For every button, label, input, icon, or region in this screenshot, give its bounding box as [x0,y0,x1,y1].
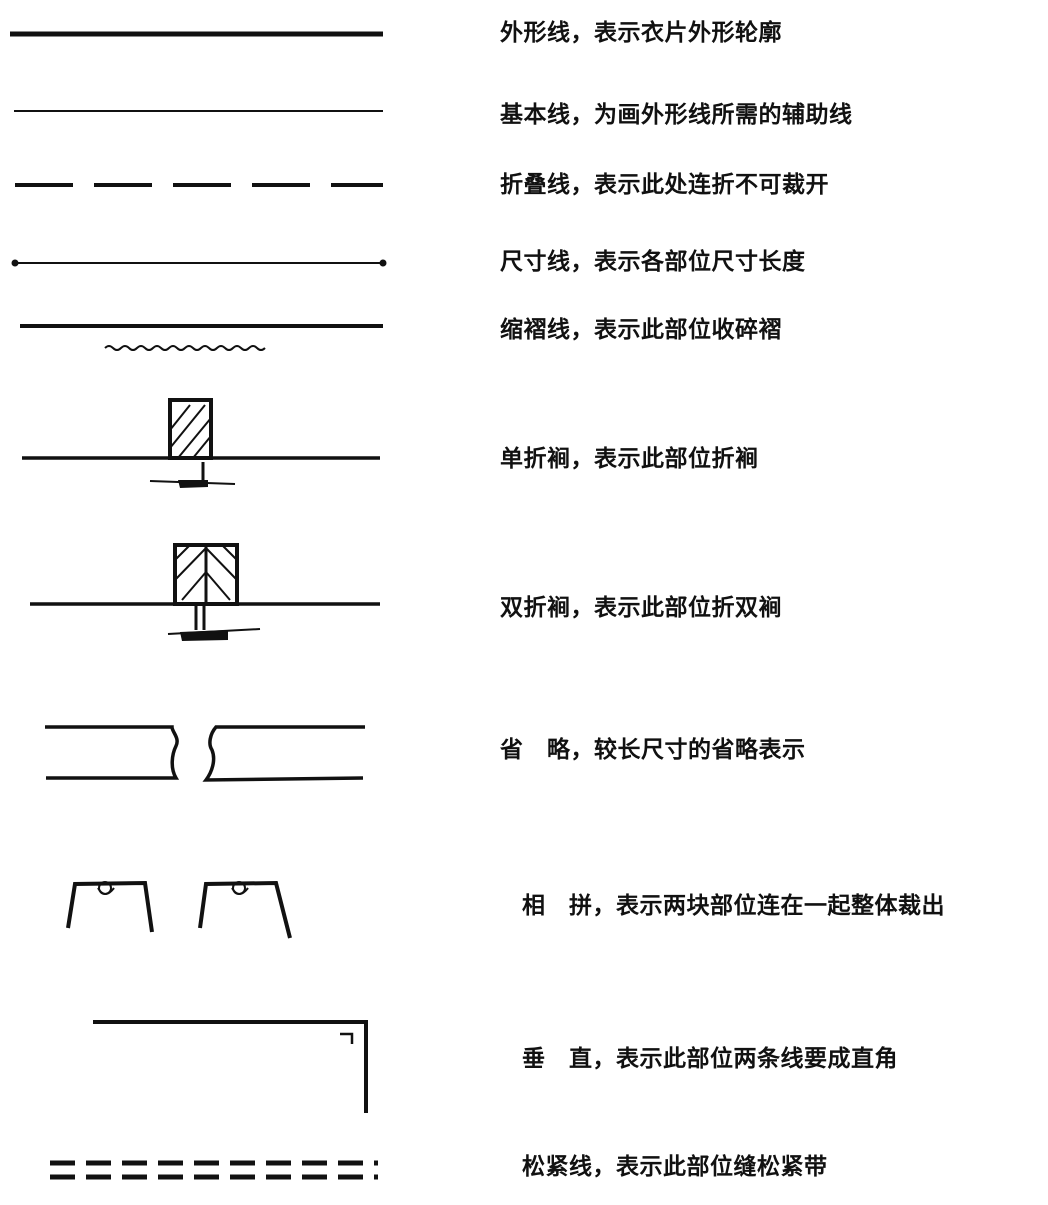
gather-line-label: 缩褶线，表示此部位收碎褶 [500,317,782,343]
basic-line-label: 基本线，为画外形线所需的辅助线 [500,102,853,128]
outline-line-label: 外形线，表示衣片外形轮廓 [500,20,782,46]
elastic-line-symbol [50,1160,378,1180]
single-pleat-label: 单折裥，表示此部位折裥 [500,446,759,472]
double-pleat-symbol [30,543,380,641]
joined-symbol [66,880,292,939]
double-pleat-label: 双折裥，表示此部位折双裥 [500,595,782,621]
omission-label: 省 略，较长尺寸的省略表示 [500,737,806,763]
dimension-line-symbol [11,259,387,267]
perpendicular-label: 垂 直，表示此部位两条线要成直角 [522,1046,898,1072]
omission-symbol [45,725,365,782]
joined-label: 相 拼，表示两块部位连在一起整体裁出 [522,893,945,919]
perpendicular-symbol [93,1020,368,1113]
gather-line-symbol [20,324,383,351]
elastic-line-label: 松紧线，表示此部位缝松紧带 [522,1154,828,1180]
fold-line-label: 折叠线，表示此处连折不可裁开 [500,172,829,198]
single-pleat-symbol [22,398,380,488]
dimension-line-label: 尺寸线，表示各部位尺寸长度 [500,249,806,275]
